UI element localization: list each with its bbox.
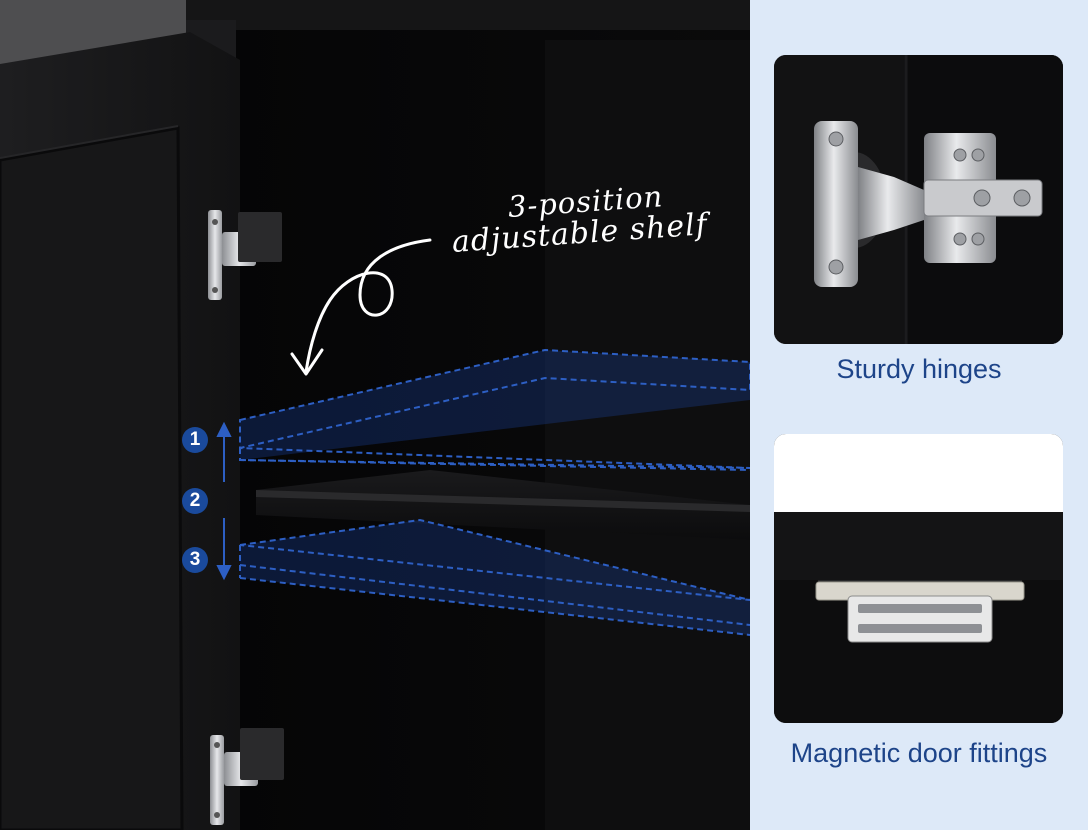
hinge-closeup-icon — [774, 55, 1063, 344]
magnetic-catch-closeup-icon — [774, 434, 1063, 723]
cabinet-top — [186, 0, 750, 34]
door-recessed-panel — [0, 126, 184, 830]
hinges-caption: Sturdy hinges — [836, 354, 1002, 384]
position-arrow-up — [216, 421, 232, 482]
magnetic-catch-closeup-image — [774, 434, 1063, 723]
shelf-position-3-outline — [239, 518, 750, 636]
cabinet-interior-photo — [0, 0, 750, 830]
shelf-position-badge-2: 2 — [182, 488, 208, 514]
shelf-position-badge-1: 1 — [182, 427, 208, 453]
hinge-top — [208, 210, 282, 300]
shelf-position-1-outline — [239, 348, 750, 471]
handdrawn-curly-arrow — [304, 238, 432, 374]
magnetic-fittings-caption: Magnetic door fittings — [790, 738, 1048, 768]
hinge-bottom — [210, 728, 284, 825]
shelf-position-badge-3: 3 — [182, 547, 208, 573]
position-arrow-down — [216, 518, 232, 581]
shelf-position-2 — [256, 470, 750, 540]
feature-panel: Sturdy hinges Magnetic door fittings — [750, 0, 1088, 830]
cabinet-divider — [545, 40, 750, 830]
hinge-closeup-image — [774, 55, 1063, 344]
